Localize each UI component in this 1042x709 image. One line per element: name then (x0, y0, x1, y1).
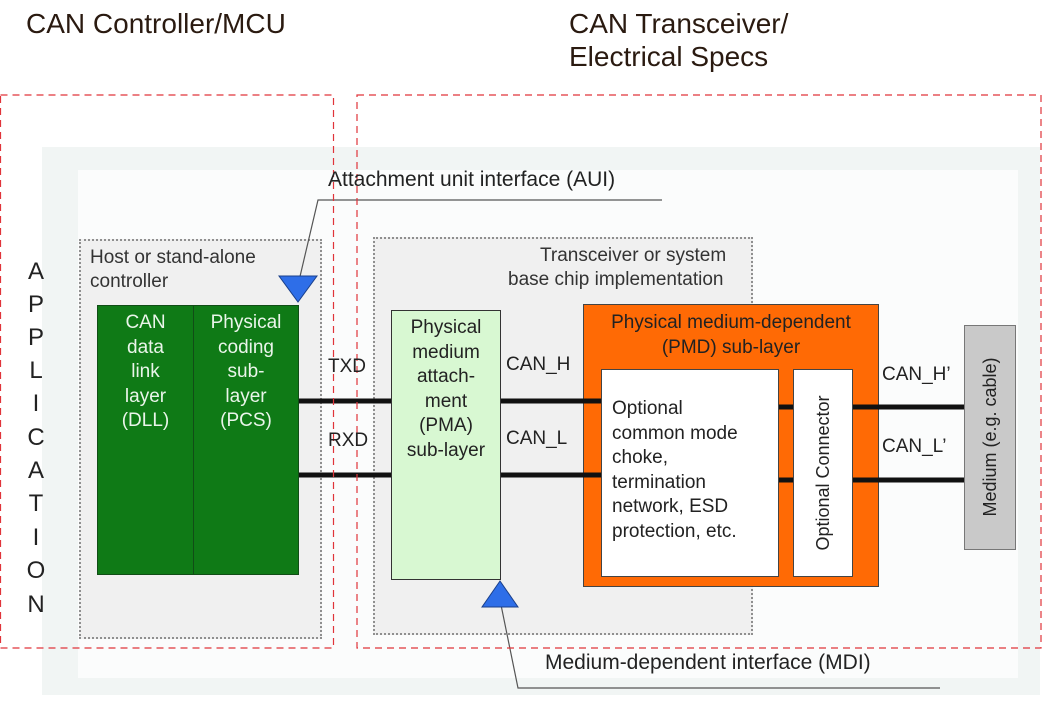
host-controller-label-line2: controller (90, 271, 169, 292)
pma-line: ment (424, 390, 468, 412)
application-letter: N (27, 591, 45, 618)
optional-line: common mode (612, 422, 738, 444)
pcs-line: layer (225, 385, 267, 407)
transceiver-region-dashed (356, 94, 1042, 649)
pma-line: sub-layer (406, 439, 486, 461)
header-can-controller: CAN Controller/MCU (26, 8, 286, 39)
can-h-prime-label: CAN_H’ (882, 364, 951, 385)
transceiver-label-line2: base chip implementation (508, 269, 724, 290)
pma-line: medium (412, 341, 480, 363)
host-controller-label-line1: Host or stand-alone (90, 247, 256, 268)
optional-line: termination (612, 471, 706, 493)
application-letter: I (32, 524, 40, 551)
aui-triangle-icon (278, 275, 318, 303)
mdi-label: Medium-dependent interface (MDI) (545, 651, 871, 674)
aui-label: Attachment unit interface (AUI) (328, 168, 616, 191)
application-letter: I (32, 390, 40, 417)
transceiver-label-line1: Transceiver or system (540, 245, 727, 266)
optional-line: protection, etc. (612, 520, 737, 542)
pmd-title: Physical medium-dependent (PMD) sub-laye… (584, 311, 878, 360)
pcs-block: Physical coding sub- layer (PCS) (193, 305, 299, 575)
dll-line: layer (124, 385, 167, 407)
application-letter: T (28, 490, 44, 517)
application-letter: C (27, 424, 45, 451)
can-h-label: CAN_H (506, 354, 571, 375)
pma-block: Physical medium attach- ment (PMA) sub-l… (391, 310, 501, 580)
txd-label: TXD (328, 356, 366, 377)
pmd-title-line1: Physical medium-dependent (611, 312, 851, 333)
aui-pointer-line (297, 199, 662, 286)
dll-line: data (127, 336, 164, 358)
optional-line: Optional (612, 398, 683, 419)
optional-connector-block (793, 369, 853, 577)
pma-line: (PMA) (419, 415, 473, 436)
controller-region-dashed (0, 94, 335, 649)
optional-line: choke, (612, 447, 668, 468)
mdi-triangle-icon (481, 580, 519, 608)
application-letter: O (26, 557, 46, 584)
optional-components-block: Optional common mode choke, termination … (601, 369, 779, 577)
can-l-prime-label: CAN_L’ (882, 436, 947, 457)
application-letter: P (27, 291, 44, 318)
pcs-line: (PCS) (220, 410, 272, 431)
dll-line: CAN (125, 312, 166, 333)
pma-line: attach- (416, 366, 476, 387)
pcs-line: Physical (210, 312, 282, 333)
pcs-line: coding (218, 336, 274, 358)
pmd-title-line2: (PMD) sub-layer (661, 336, 801, 358)
dll-block: CAN data link layer (DLL) (97, 305, 194, 575)
application-letter: A (27, 457, 44, 484)
header-can-transceiver-line1: CAN Transceiver/ (569, 8, 789, 39)
can-l-label: CAN_L (506, 428, 568, 449)
application-letter: P (27, 324, 44, 351)
pma-line: Physical (410, 317, 482, 338)
pcs-line: sub- (227, 361, 265, 382)
application-letter: A (27, 258, 44, 285)
application-letter: L (29, 357, 43, 384)
rxd-label: RXD (328, 430, 369, 451)
header-can-transceiver-line2: Electrical Specs (569, 41, 769, 72)
mdi-pointer-line (499, 599, 940, 689)
optional-line: network, ESD (612, 496, 729, 517)
dll-line: (DLL) (121, 410, 170, 431)
medium-cable-block (964, 325, 1016, 550)
dll-line: link (131, 361, 160, 382)
